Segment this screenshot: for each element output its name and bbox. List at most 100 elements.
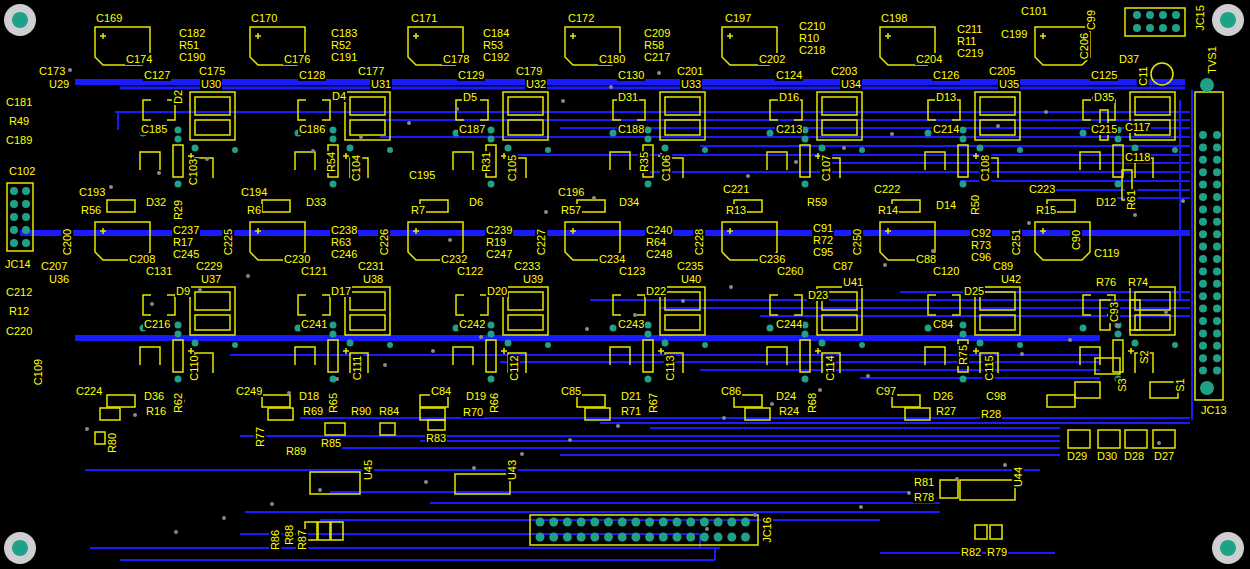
capacitor-outline bbox=[1080, 152, 1100, 170]
component-designator: C180 bbox=[598, 53, 626, 65]
pad bbox=[1159, 24, 1167, 32]
polarity-mark bbox=[658, 348, 664, 354]
pad bbox=[488, 322, 495, 329]
pad bbox=[1213, 205, 1221, 213]
component-designator: C192 bbox=[482, 51, 510, 63]
component-designator: C181 bbox=[5, 96, 33, 108]
pad bbox=[960, 376, 967, 383]
pad bbox=[577, 518, 586, 527]
via bbox=[585, 327, 589, 331]
signal-trace bbox=[115, 111, 1190, 113]
ic-pad-outline bbox=[508, 120, 543, 135]
component-designator: R76 bbox=[1095, 276, 1117, 288]
ic-pad-outline bbox=[350, 97, 385, 115]
resistor-outline bbox=[107, 200, 135, 212]
via bbox=[609, 85, 613, 89]
via bbox=[1164, 310, 1168, 314]
pad bbox=[802, 376, 809, 383]
component-designator: R49 bbox=[8, 115, 30, 127]
pad bbox=[741, 533, 750, 542]
component-designator: C237 bbox=[172, 224, 200, 236]
pad bbox=[1132, 340, 1139, 347]
polarity-mark bbox=[1040, 228, 1046, 234]
pad bbox=[488, 136, 495, 143]
pad bbox=[10, 187, 18, 195]
component-designator: R7 bbox=[410, 204, 426, 216]
pad bbox=[1213, 280, 1221, 288]
polarity-mark bbox=[413, 33, 419, 39]
signal-trace bbox=[245, 511, 940, 513]
component-designator: C214 bbox=[932, 123, 960, 135]
component-designator: C209 bbox=[643, 27, 671, 39]
via bbox=[907, 491, 911, 495]
part-outline bbox=[1098, 430, 1120, 448]
ic-pad-outline bbox=[195, 315, 230, 330]
component-designator: C206 bbox=[1078, 32, 1090, 60]
component-designator: C189 bbox=[5, 134, 33, 146]
component-designator: C86 bbox=[720, 385, 742, 397]
part-outline bbox=[310, 472, 360, 494]
component-designator: R14 bbox=[877, 204, 899, 216]
capacitor-outline bbox=[295, 347, 315, 365]
via bbox=[722, 416, 726, 420]
via bbox=[1068, 338, 1072, 342]
via bbox=[383, 363, 387, 367]
component-designator: S1 bbox=[1173, 377, 1185, 392]
pad bbox=[714, 518, 723, 527]
pad bbox=[618, 518, 627, 527]
pad bbox=[1146, 24, 1154, 32]
polarity-mark bbox=[100, 33, 106, 39]
diode-outline bbox=[770, 100, 802, 120]
component-designator: C91 bbox=[812, 222, 834, 234]
ic-pad-outline bbox=[508, 315, 543, 330]
polarity-mark bbox=[188, 348, 194, 354]
component-designator: R11 bbox=[956, 35, 977, 47]
resistor-outline bbox=[1113, 340, 1123, 372]
via bbox=[109, 185, 113, 189]
component-designator: R29 bbox=[172, 199, 184, 221]
ic-pad-outline bbox=[195, 120, 230, 135]
component-designator: C198 bbox=[880, 12, 908, 24]
component-designator: R61 bbox=[1125, 189, 1137, 211]
pad bbox=[727, 533, 736, 542]
component-designator: D34 bbox=[618, 196, 640, 208]
pad bbox=[662, 145, 669, 152]
via bbox=[157, 171, 161, 175]
component-designator: R52 bbox=[330, 39, 352, 51]
part-outline bbox=[325, 423, 345, 435]
pad bbox=[347, 145, 354, 152]
connector-outline bbox=[7, 183, 33, 251]
component-designator: R63 bbox=[330, 236, 352, 248]
capacitor-outline bbox=[767, 347, 787, 365]
pad bbox=[549, 518, 558, 527]
diode-outline bbox=[928, 295, 960, 315]
component-designator: C231 bbox=[357, 260, 385, 272]
component-designator: R81 bbox=[913, 476, 935, 488]
pad bbox=[22, 226, 30, 234]
polarity-mark bbox=[413, 228, 419, 234]
ic-outline bbox=[1130, 287, 1175, 335]
component-designator: C194 bbox=[240, 186, 268, 198]
via bbox=[85, 427, 89, 431]
via bbox=[705, 527, 709, 531]
component-designator: D31 bbox=[617, 91, 639, 103]
component-designator: D26 bbox=[932, 390, 954, 402]
via bbox=[424, 480, 428, 484]
component-designator: C128 bbox=[298, 69, 326, 81]
pad bbox=[563, 533, 572, 542]
pad bbox=[1199, 367, 1207, 375]
via bbox=[205, 157, 209, 161]
component-designator: D12 bbox=[1095, 196, 1117, 208]
component-designator: R90 bbox=[350, 405, 372, 417]
component-designator: D29 bbox=[1066, 450, 1088, 462]
diode-outline bbox=[1083, 100, 1115, 120]
mounting-hole-pad bbox=[1220, 12, 1236, 28]
polarity-mark bbox=[1040, 33, 1046, 39]
via bbox=[633, 313, 637, 317]
component-designator: U36 bbox=[48, 273, 70, 285]
component-designator: C131 bbox=[145, 265, 173, 277]
pad bbox=[659, 533, 668, 542]
signal-trace bbox=[85, 469, 1040, 471]
polarity-mark bbox=[973, 153, 979, 159]
